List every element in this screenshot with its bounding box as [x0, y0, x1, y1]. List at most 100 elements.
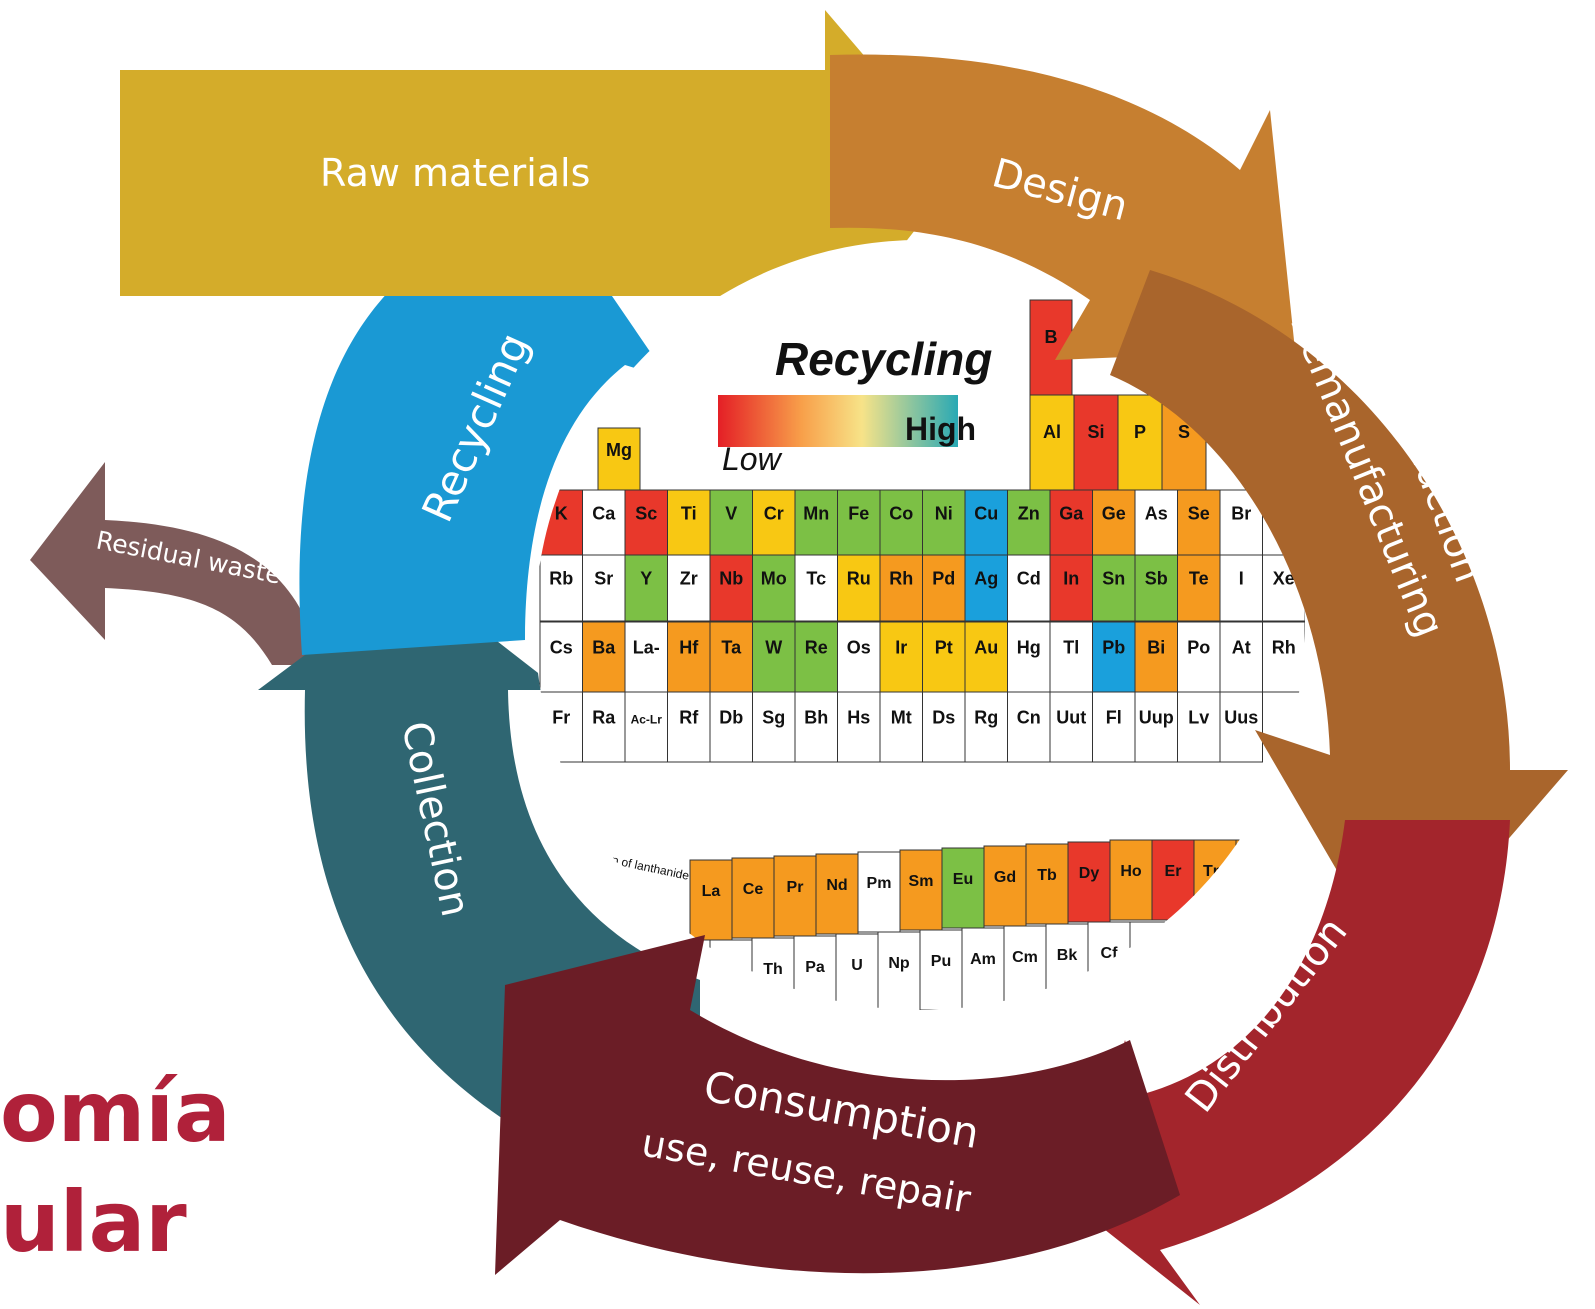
element-cell-cn: [1007, 691, 1051, 763]
element-symbol: K: [555, 504, 568, 524]
element-symbol: Np: [888, 955, 910, 972]
element-cell-pm: [857, 851, 901, 933]
element-symbol: I: [1239, 569, 1244, 589]
element-cell-os: [837, 621, 881, 693]
element-cell-eu: [941, 847, 985, 929]
element-symbol: Pr: [787, 879, 804, 896]
element-symbol: Ni: [935, 504, 953, 524]
element-symbol: Sc: [635, 504, 657, 524]
element-cell-p: [1117, 394, 1163, 491]
element-symbol: Rg: [974, 708, 998, 728]
periodic-table-title: Recycling: [775, 333, 992, 385]
element-symbol: Co: [889, 504, 913, 524]
element-symbol: Th: [763, 961, 783, 978]
element-symbol: Eu: [953, 871, 973, 888]
element-cell-u: [835, 933, 879, 1010]
element-cell-bk: [1045, 923, 1089, 1005]
recycling-legend: Recycling Low High: [718, 333, 992, 477]
element-cell-ru: [837, 554, 881, 622]
element-symbol: Mt: [891, 708, 912, 728]
element-cell-er: [1151, 839, 1195, 921]
element-cell-cm: [1003, 925, 1047, 1007]
element-symbol: Br: [1231, 504, 1251, 524]
element-symbol: Rh: [1272, 638, 1296, 658]
element-symbol: Ca: [592, 504, 616, 524]
element-cell-mn: [794, 489, 838, 557]
element-symbol: Am: [970, 951, 996, 968]
element-cell-y: [624, 554, 668, 622]
element-symbol: Tm: [1203, 863, 1227, 880]
element-symbol: Ds: [932, 708, 955, 728]
element-symbol: Sr: [594, 569, 613, 589]
element-symbol: Bi: [1147, 638, 1165, 658]
element-cell-sn: [1092, 554, 1136, 622]
element-cell-ca: [582, 489, 626, 557]
element-cell-cu: [964, 489, 1008, 557]
element-cell-la: [689, 859, 733, 941]
element-cell-rh: [879, 554, 923, 622]
element-cell-sb: [1134, 554, 1178, 622]
element-symbol: Zn: [1018, 504, 1040, 524]
element-cell-mt: [879, 691, 923, 763]
element-symbol: Sb: [1145, 569, 1168, 589]
element-symbol: As: [1145, 504, 1168, 524]
element-cell-pt: [922, 621, 966, 693]
element-symbol: Mg: [606, 440, 632, 460]
element-symbol: Ti: [681, 504, 697, 524]
element-symbol: Ge: [1102, 504, 1126, 524]
element-symbol: Lv: [1188, 708, 1209, 728]
element-cell-cr: [752, 489, 796, 557]
element-symbol: Zr: [680, 569, 698, 589]
element-cell-zr: [667, 554, 711, 622]
element-symbol: Ho: [1120, 863, 1142, 880]
element-cell-ce: [731, 857, 775, 939]
element-cell-db: [709, 691, 753, 763]
element-cell-dy: [1067, 841, 1111, 923]
element-symbol: Hf: [679, 638, 699, 658]
element-symbol: Cr: [764, 504, 784, 524]
element-symbol: At: [1232, 638, 1251, 658]
element-symbol: Fr: [552, 708, 570, 728]
element-symbol: Gd: [994, 869, 1016, 886]
element-symbol: Fe: [848, 504, 869, 524]
element-cell-nd: [815, 853, 859, 935]
element-symbol: Ta: [721, 638, 742, 658]
element-cell-lu: [1277, 839, 1305, 921]
element-cell-md: [1213, 921, 1257, 1003]
legend-low-label: Low: [722, 441, 783, 477]
element-symbol: Cf: [1101, 945, 1119, 962]
element-cell-tm: [1193, 839, 1237, 921]
element-cell-np: [877, 931, 921, 1010]
element-cell-v: [709, 489, 753, 557]
element-symbol: Rf: [679, 708, 699, 728]
element-cell-co: [879, 489, 923, 557]
element-cell-ni: [922, 489, 966, 557]
element-cell-rh: [1262, 621, 1305, 693]
element-symbol: V: [725, 504, 737, 524]
element-symbol: Pb: [1102, 638, 1125, 658]
element-symbol: Pm: [867, 875, 892, 892]
element-cell-bi: [1134, 621, 1178, 693]
element-symbol: Tb: [1037, 867, 1057, 884]
element-cell-in: [1049, 554, 1093, 622]
element-cell-nb: [709, 554, 753, 622]
raw-materials-arrow: Raw materials: [120, 10, 962, 345]
element-cell-uus: [1219, 691, 1263, 763]
element-symbol: Y: [640, 569, 652, 589]
element-symbol: S: [1178, 422, 1190, 442]
element-symbol: Uus: [1224, 708, 1258, 728]
element-cell-yb: [1235, 839, 1279, 921]
element-symbol: La-: [633, 638, 660, 658]
element-cell-ho: [1109, 839, 1153, 921]
element-cell-te: [1177, 554, 1221, 622]
element-cell-se: [1177, 489, 1221, 557]
element-cell-bh: [794, 691, 838, 763]
element-cell-rg: [964, 691, 1008, 763]
element-cell-fl: [1092, 691, 1136, 763]
legend-gradient-bar: [718, 395, 958, 447]
element-symbol: Yb: [1247, 863, 1268, 880]
element-symbol: Ce: [743, 881, 764, 898]
element-cell-at: [1219, 621, 1263, 693]
element-symbol: Mo: [761, 569, 787, 589]
